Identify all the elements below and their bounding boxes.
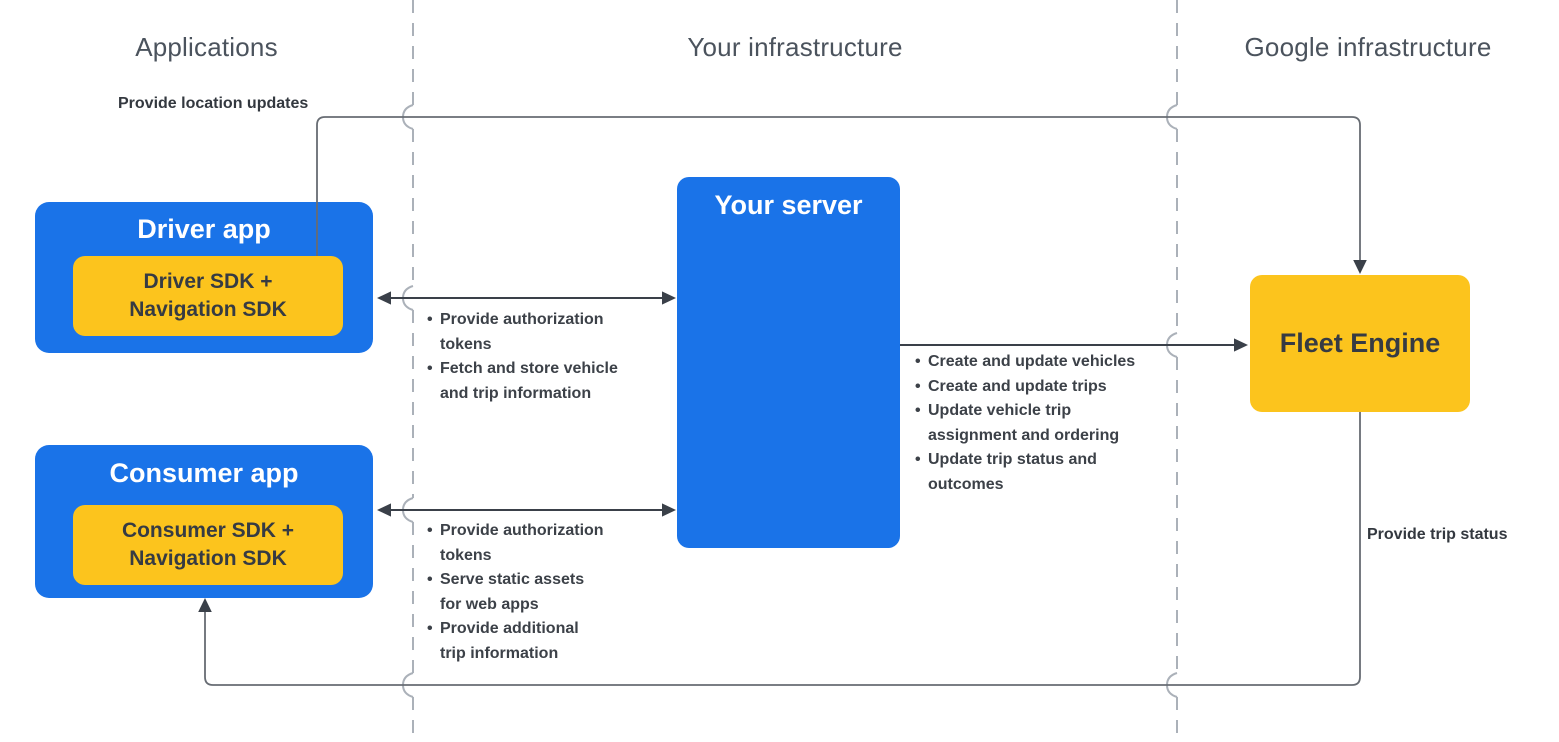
column-header-your-infrastructure: Your infrastructure: [687, 32, 903, 62]
bullet-icon: •: [915, 451, 921, 468]
edge-label-provide-trip-status: Provide trip status: [1367, 526, 1508, 543]
list-item: • Provide additional trip information: [427, 617, 677, 666]
list-item: • Fetch and store vehicle and trip infor…: [427, 357, 677, 406]
arrowhead-right-your-server: [662, 291, 676, 305]
arrowhead-down-fleet-engine: [1353, 260, 1367, 274]
separator-line-hops: [401, 104, 414, 698]
list-item: • Update trip status and outcomes: [915, 448, 1185, 497]
arrowhead-left-driver-app: [377, 291, 391, 305]
arrowhead-left-consumer-app: [377, 503, 391, 517]
bullet-icon: •: [427, 360, 433, 377]
arrowhead-up-consumer-app: [198, 598, 212, 612]
list-item: • Provide authorization tokens: [427, 519, 677, 568]
bullet-icon: •: [427, 522, 433, 539]
list-item: • Provide authorization tokens: [427, 308, 677, 357]
arrowhead-right-fleet-engine: [1234, 338, 1248, 352]
consumer-app-title: Consumer app: [109, 458, 299, 488]
driver-app-title: Driver app: [137, 214, 271, 244]
consumer-sdk-box: Consumer SDK + Navigation SDK: [73, 505, 343, 585]
list-item: • Serve static assets for web apps: [427, 568, 677, 617]
bullet-icon: •: [427, 620, 433, 637]
bullet-icon: •: [427, 571, 433, 588]
your-server-title: Your server: [714, 190, 863, 220]
bullet-icon: •: [427, 311, 433, 328]
list-item: • Create and update vehicles: [915, 350, 1185, 375]
bullet-list-consumer-server: • Provide authorization tokens • Serve s…: [427, 519, 677, 666]
bullet-list-driver-server: • Provide authorization tokens • Fetch a…: [427, 308, 677, 406]
column-header-google-infrastructure: Google infrastructure: [1244, 32, 1492, 62]
bullet-icon: •: [915, 402, 921, 419]
column-header-applications: Applications: [135, 32, 278, 62]
bullet-list-server-fleet: • Create and update vehicles • Create an…: [915, 350, 1185, 497]
arrowhead-right-your-server: [662, 503, 676, 517]
fleet-engine-box: Fleet Engine: [1250, 275, 1470, 412]
bullet-icon: •: [915, 353, 921, 370]
list-item: • Create and update trips: [915, 375, 1185, 400]
your-server-box: [677, 177, 900, 548]
edge-label-provide-location-updates: Provide location updates: [118, 95, 309, 112]
bullet-icon: •: [915, 377, 921, 395]
driver-sdk-box: Driver SDK + Navigation SDK: [73, 256, 343, 336]
list-item: • Update vehicle trip assignment and ord…: [915, 399, 1185, 448]
